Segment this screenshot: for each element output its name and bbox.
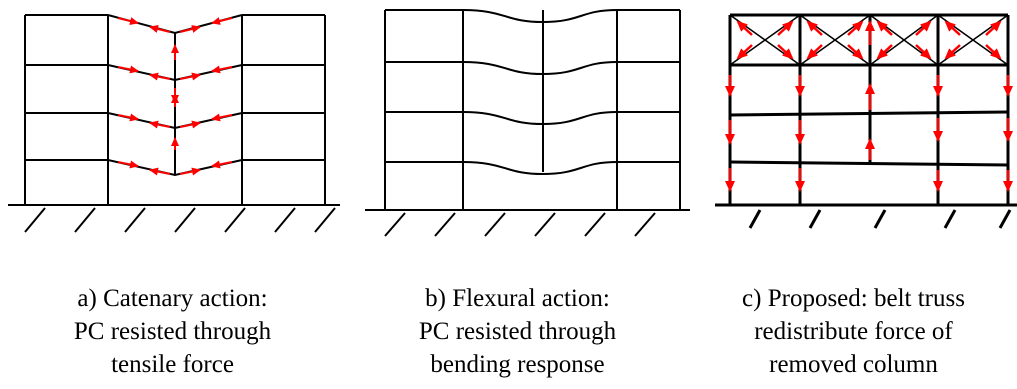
flexural-caption: b) Flexural action: PC resisted through … [345,282,690,381]
panel-catenary: a) Catenary action: PC resisted through … [0,0,345,389]
frame-lines [365,9,690,211]
catenary-frame-diagram [8,14,340,233]
caption-line: removed column [769,351,938,378]
belt-truss-caption: c) Proposed: belt truss redistribute for… [690,282,1017,381]
flexural-frame-diagram [365,9,690,237]
caption-line: b) Flexural action: [425,285,610,312]
caption-line: redistribute force of [754,318,953,345]
caption-line: c) Proposed: belt truss [742,285,965,312]
caption-line: bending response [430,351,605,378]
redistributed-force-arrows [725,20,1013,192]
ground-hatching [748,209,1012,229]
ground-hatching [24,207,336,233]
belt-truss-frame-diagram [715,13,1017,229]
caption-line: tensile force [111,351,234,378]
tensile-force-arrows [117,17,233,176]
caption-line: PC resisted through [73,318,272,345]
catenary-caption: a) Catenary action: PC resisted through … [0,282,345,381]
frame-lines [8,14,340,206]
panel-belt-truss: c) Proposed: belt truss redistribute for… [690,0,1017,389]
caption-line: PC resisted through [418,318,617,345]
caption-line: a) Catenary action: [77,285,268,312]
panel-flexural: b) Flexural action: PC resisted through … [345,0,690,389]
ground-hatching [384,212,656,237]
